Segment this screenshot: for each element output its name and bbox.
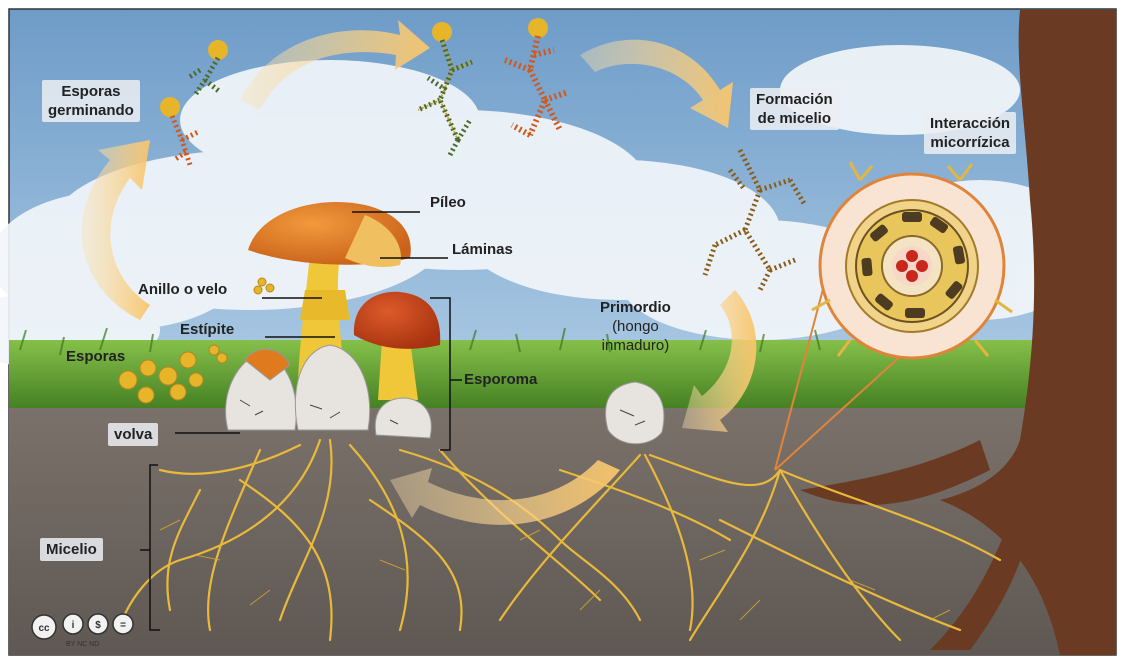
label-volva: volva [108, 423, 158, 446]
svg-text:i: i [72, 620, 75, 631]
svg-text:=: = [120, 620, 126, 631]
label-anillo: Anillo o velo [138, 280, 227, 299]
label-esporas: Esporas [66, 347, 125, 366]
label-line: germinando [48, 101, 134, 120]
label-line: micorrízica [930, 133, 1010, 152]
svg-text:cc: cc [38, 623, 50, 634]
label-laminas: Láminas [452, 240, 513, 259]
label-pileo: Píleo [430, 193, 466, 212]
label-line: inmaduro) [600, 336, 671, 355]
label-primordio: Primordio (hongo inmaduro) [600, 298, 671, 355]
label-micelio: Micelio [40, 538, 103, 561]
label-line: (hongo [600, 317, 671, 336]
label-esporoma: Esporoma [464, 370, 537, 389]
soil [9, 408, 1116, 655]
label-estipite: Estípite [180, 320, 234, 339]
label-esporas-germinando: Esporas germinando [42, 80, 140, 122]
label-line: de micelio [756, 109, 833, 128]
label-line: Interacción [930, 114, 1010, 133]
label-formacion-micelio: Formación de micelio [750, 88, 839, 130]
svg-text:$: $ [95, 620, 101, 631]
label-interaccion-micorrizica: Interacción micorrízica [924, 112, 1016, 154]
license-text: BY NC ND [66, 640, 99, 649]
label-line: Primordio [600, 298, 671, 317]
label-line: Formación [756, 90, 833, 109]
label-line: Esporas [48, 82, 134, 101]
